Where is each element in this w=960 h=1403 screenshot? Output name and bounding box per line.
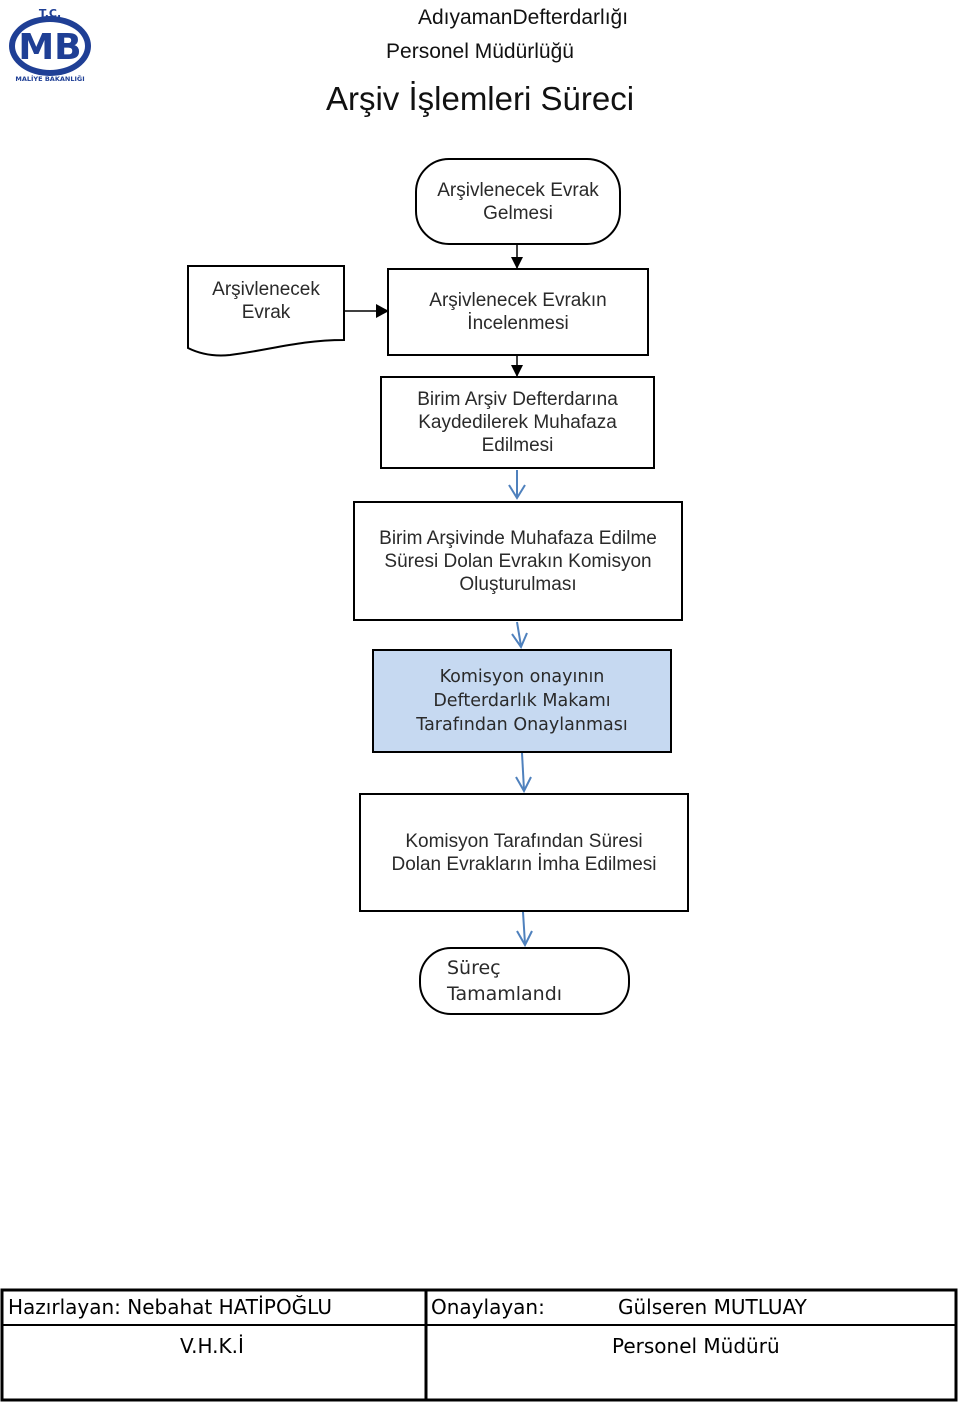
- step-form-commission: Birim Arşivinde Muhafaza Edilme Süresi D…: [353, 501, 683, 621]
- logo-letters: MB: [18, 27, 81, 68]
- arrow-start-step1: [511, 257, 523, 269]
- prepared-by: Hazırlayan: Nebahat HATİPOĞLU: [8, 1295, 332, 1319]
- document-shape: [187, 265, 345, 357]
- connector-step5-end: [516, 911, 533, 948]
- ministry-logo: T.C. MB MALİYE BAKANLIĞI: [6, 4, 98, 84]
- end-terminal: Süreç Tamamlandı: [419, 947, 630, 1015]
- step-destroy-documents: Komisyon Tarafından Süresi Dolan Evrakla…: [359, 793, 689, 912]
- prepared-title: V.H.K.İ: [180, 1334, 244, 1358]
- connector-step3-step4: [511, 621, 528, 650]
- arrow-step1-step2: [511, 365, 523, 377]
- footer-table: [0, 1288, 958, 1402]
- connector-step4-step5: [515, 752, 532, 794]
- logo-bottom-text: MALİYE BAKANLIĞI: [15, 74, 84, 83]
- step-authority-approval: Komisyon onayının Defterdarlık Makamı Ta…: [372, 649, 672, 753]
- connector-step2-step3: [508, 470, 526, 500]
- header-office: AdıyamanDefterdarlığı: [417, 6, 629, 29]
- approved-title: Personel Müdürü: [612, 1334, 780, 1358]
- arrow-document-step1: [376, 304, 389, 318]
- page-title: Arşiv İşlemleri Süreci: [325, 80, 635, 117]
- document-input: Arşivlenecek Evrak: [212, 279, 320, 323]
- step-register-archive: Birim Arşiv Defterdarına Kaydedilerek Mu…: [380, 376, 655, 469]
- start-terminal: Arşivlenecek Evrak Gelmesi: [415, 158, 621, 245]
- ministry-logo-icon: T.C. MB MALİYE BAKANLIĞI: [9, 7, 91, 83]
- approved-name: Gülseren MUTLUAY: [618, 1295, 807, 1319]
- logo-top-text: T.C.: [39, 7, 61, 20]
- approved-label: Onaylayan:: [431, 1295, 545, 1319]
- header-department: Personel Müdürlüğü: [386, 40, 574, 63]
- step-review-documents: Arşivlenecek Evrakın İncelenmesi: [387, 268, 649, 356]
